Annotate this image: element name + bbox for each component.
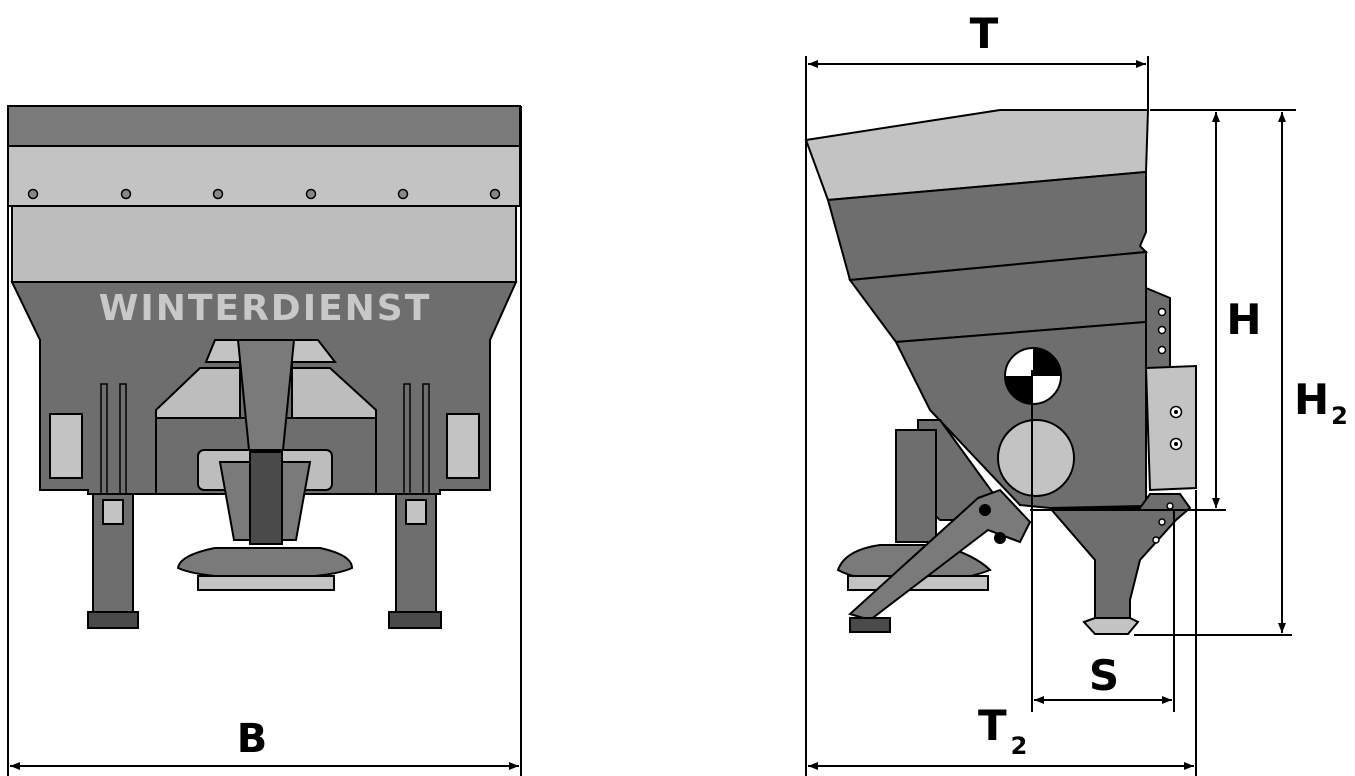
hopper-lid bbox=[7, 105, 521, 147]
funnel-left-wall bbox=[155, 367, 241, 419]
left-support-leg bbox=[87, 383, 139, 629]
funnel-right-wall bbox=[291, 367, 377, 419]
right-support-leg bbox=[388, 383, 442, 629]
width-label: B bbox=[237, 716, 268, 762]
bolt bbox=[120, 188, 132, 200]
lower-mount-plate bbox=[1144, 364, 1197, 492]
sight-glass bbox=[997, 419, 1075, 497]
right-side-window bbox=[446, 413, 480, 479]
depth-label: T bbox=[970, 9, 999, 58]
hopper-middle-band bbox=[11, 205, 517, 283]
side-hopper-lid bbox=[804, 109, 1150, 202]
chute-deflector bbox=[1082, 617, 1140, 635]
stand-foot bbox=[849, 617, 891, 633]
bolt-row bbox=[27, 188, 501, 200]
front-support-post bbox=[895, 429, 937, 543]
stand-pivot-lower bbox=[994, 532, 1006, 544]
left-side-window bbox=[49, 413, 83, 479]
bolt bbox=[489, 188, 501, 200]
spinner-disc bbox=[176, 547, 354, 580]
offset-label: S bbox=[1089, 651, 1119, 700]
drive-shaft bbox=[249, 451, 283, 545]
rear-drop-chute bbox=[1047, 493, 1192, 621]
bolt bbox=[212, 188, 224, 200]
brand-label: WINTERDIENST bbox=[99, 288, 432, 329]
spinner-base bbox=[197, 575, 335, 591]
stand-pivot-upper bbox=[979, 504, 991, 516]
height-label: H bbox=[1226, 295, 1261, 344]
bolt bbox=[27, 188, 39, 200]
front-view: WINTERDIENST bbox=[7, 105, 522, 776]
total-height-label: H2 bbox=[1294, 375, 1348, 430]
hopper-upper-band bbox=[7, 145, 521, 207]
bolt bbox=[305, 188, 317, 200]
bolt bbox=[397, 188, 409, 200]
